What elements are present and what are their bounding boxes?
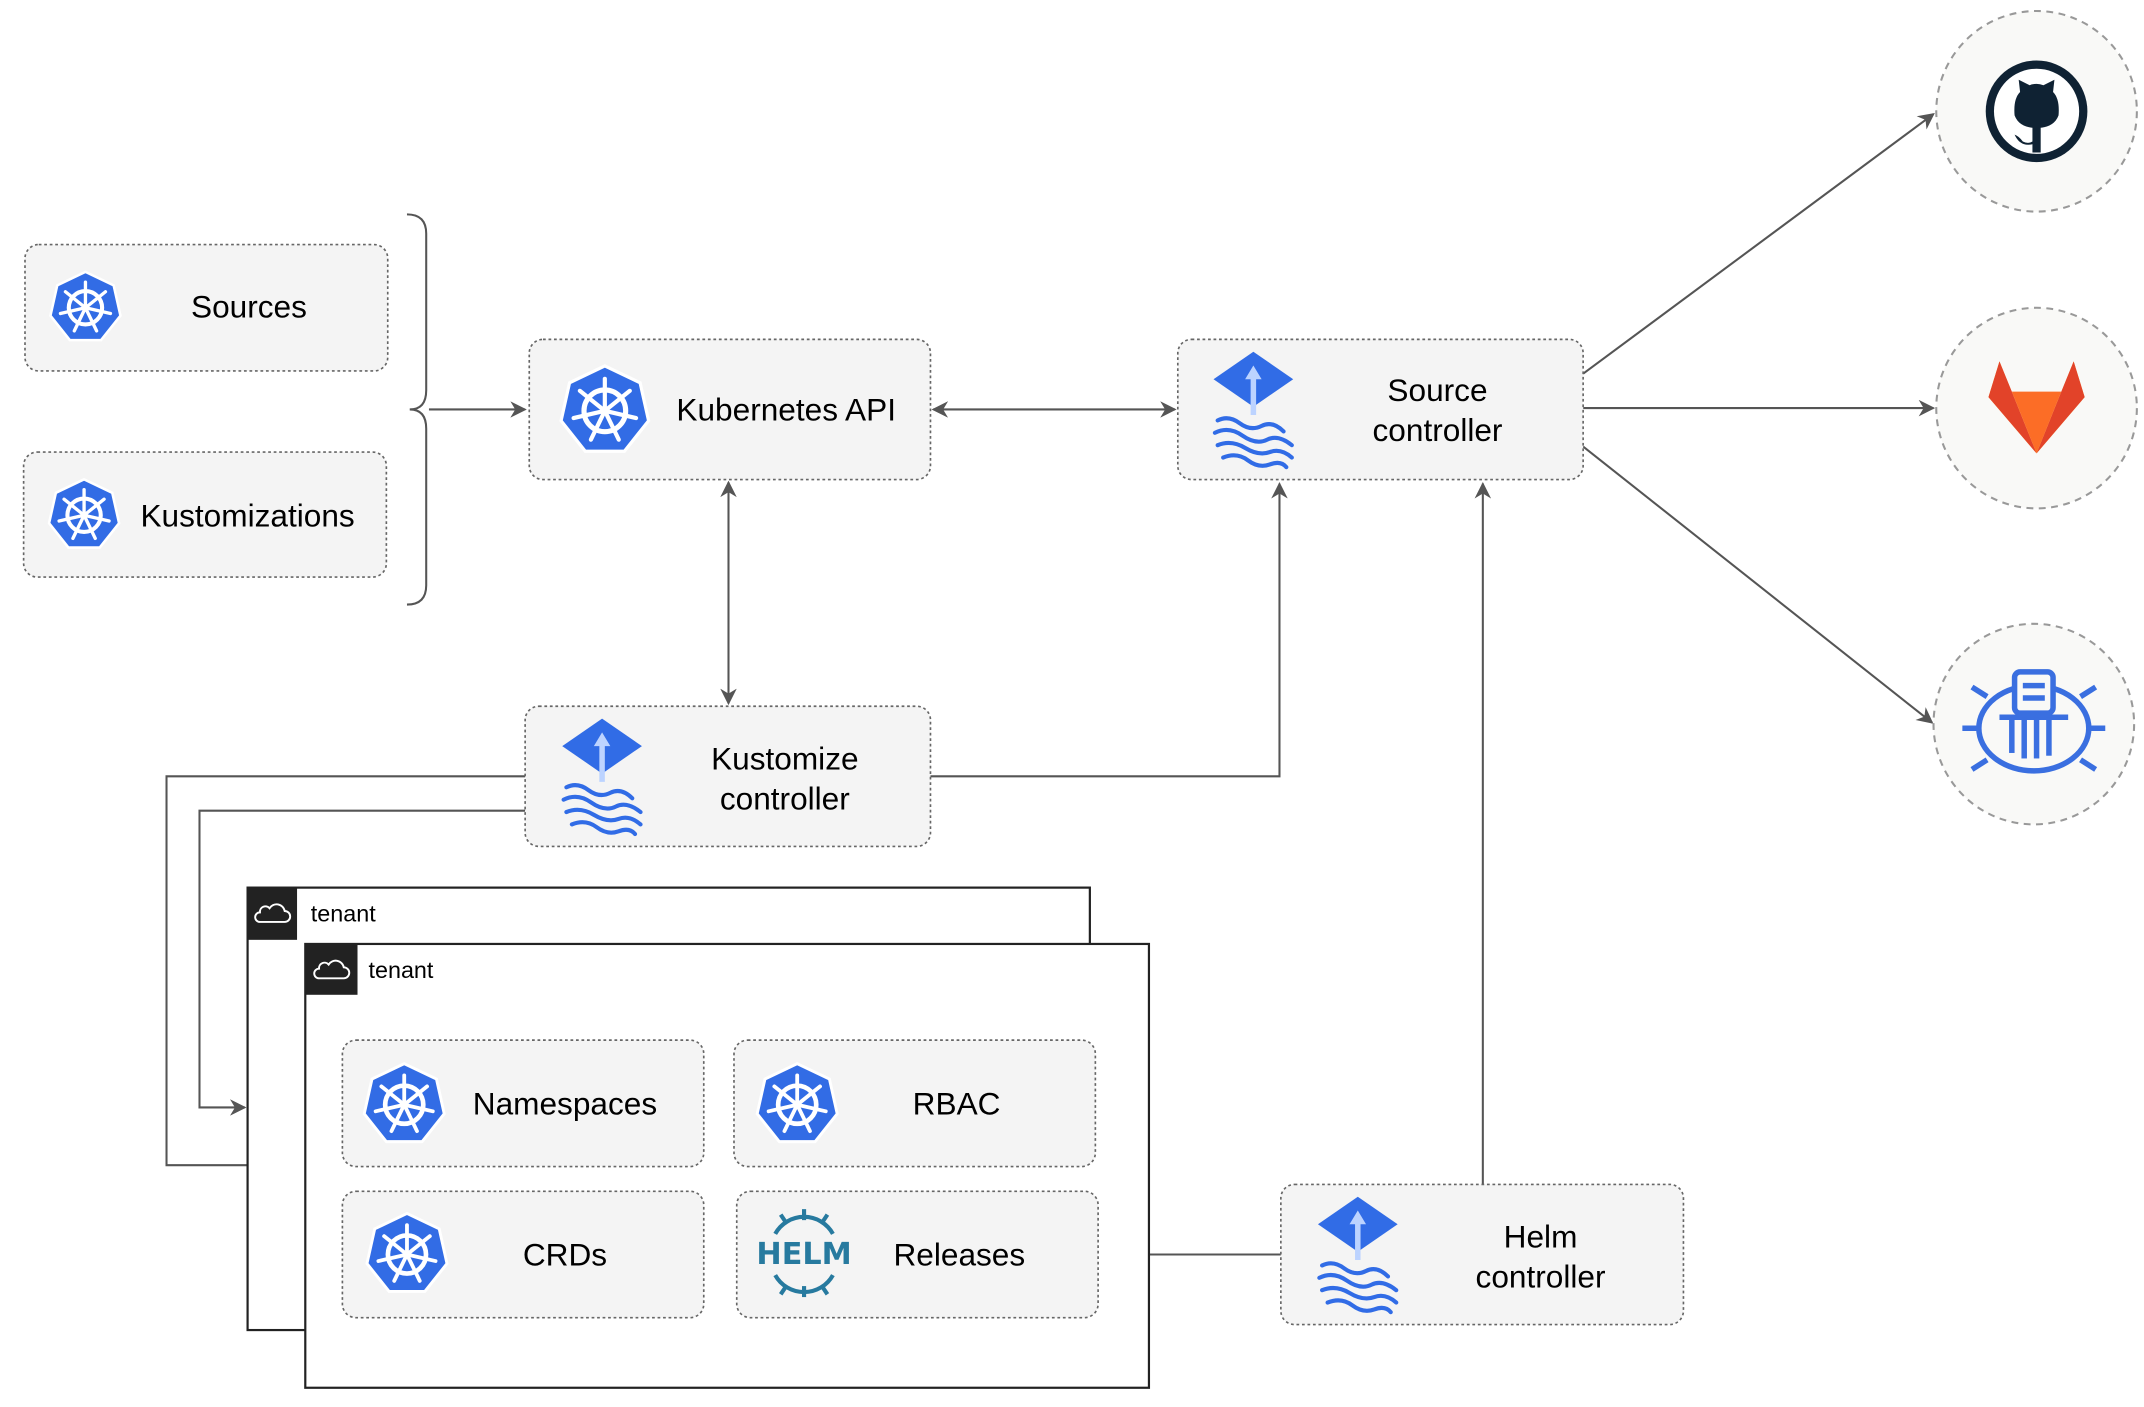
- node-rbac[interactable]: RBAC: [733, 1039, 1097, 1168]
- node-source-controller[interactable]: Source controller: [1176, 338, 1584, 481]
- helm-logo-text: HELM: [756, 1237, 851, 1272]
- helm-icon: HELM: [756, 1209, 852, 1298]
- node-releases[interactable]: HELM Releases: [735, 1190, 1099, 1319]
- kustomizations-label: Kustomizations: [140, 497, 354, 533]
- bucket-node[interactable]: [1932, 622, 2136, 826]
- edge-kustomize-to-tenant-front: [165, 775, 526, 1174]
- edge-source-to-bucket: [1582, 445, 1934, 724]
- releases-label: Releases: [893, 1236, 1025, 1272]
- node-helm-controller[interactable]: Helm controller: [1280, 1183, 1685, 1326]
- github-icon: [1985, 60, 2088, 163]
- edge-kustomize-to-tenant-back: [198, 809, 526, 1116]
- namespaces-label: Namespaces: [473, 1085, 657, 1121]
- kustomize-controller-label-line2: controller: [720, 780, 850, 816]
- gitlab-node[interactable]: [1935, 306, 2138, 510]
- node-kubernetes-api[interactable]: Kubernetes API: [528, 338, 932, 481]
- node-namespaces[interactable]: Namespaces: [341, 1039, 705, 1168]
- node-kustomize-controller[interactable]: Kustomize controller: [524, 705, 932, 848]
- kustomize-controller-label-line1: Kustomize: [711, 740, 858, 776]
- gitlab-icon: [1988, 361, 2085, 454]
- bucket-icon: [1962, 669, 2106, 774]
- node-sources[interactable]: Sources: [24, 243, 389, 372]
- edge-source-to-github: [1582, 113, 1935, 375]
- rbac-label: RBAC: [913, 1085, 1001, 1121]
- cloud-icon: [313, 959, 351, 980]
- cloud-icon: [254, 903, 292, 923]
- node-crds[interactable]: CRDs: [341, 1190, 705, 1319]
- helm-controller-label-line1: Helm: [1504, 1219, 1578, 1255]
- source-controller-label-line2: controller: [1373, 412, 1503, 448]
- crds-label: CRDs: [523, 1236, 607, 1272]
- edge-kustomize-to-source: [930, 482, 1288, 778]
- tenant-label: tenant: [369, 957, 434, 983]
- edges: [165, 113, 1936, 1263]
- grouping-brace: [406, 213, 428, 606]
- kubernetes-api-label: Kubernetes API: [676, 391, 896, 427]
- source-controller-label-line1: Source: [1387, 372, 1487, 408]
- tenant-label: tenant: [311, 901, 376, 927]
- node-kustomizations[interactable]: Kustomizations: [22, 451, 388, 578]
- helm-controller-label-line2: controller: [1476, 1258, 1606, 1294]
- github-node[interactable]: [1935, 9, 2138, 213]
- sources-label: Sources: [191, 288, 307, 324]
